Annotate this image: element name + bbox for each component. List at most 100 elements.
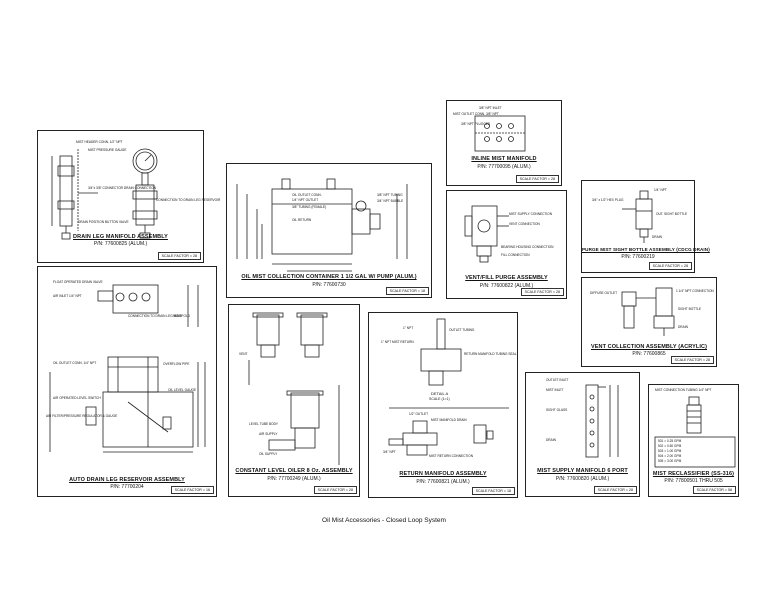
note-drain-connection: 3/4"x 3/8" CONNECTOR DRAIN CONNECTION — [88, 186, 157, 190]
note-outlet-tubing: OUTLET TUBING — [449, 328, 475, 332]
note-outlet-inlet: OUTLET INLET — [546, 378, 569, 382]
return-manifold-part-number: P/N: 77600821 (ALUM.) — [416, 479, 470, 485]
auto-drain-part-number: P/N: 77700204 — [110, 484, 144, 490]
page-footer-title: Oil Mist Accessories - Closed Loop Syste… — [322, 517, 446, 524]
collection-container-drawing — [236, 178, 408, 272]
mist-supply-drawing — [585, 384, 619, 458]
constant-level-title: CONSTANT LEVEL OILER 8 Oz. ASSEMBLY — [235, 468, 353, 474]
purge-sight-part-number: P/N: 77600219 — [621, 254, 655, 260]
collection-container-title: OIL MIST COLLECTION CONTAINER 1 1/2 GAL … — [241, 274, 417, 280]
note-sight-glass: SIGHT GLASS — [546, 408, 568, 412]
note-fill-connection: FILL CONNECTION — [501, 253, 530, 257]
mist-reclassifier-scale: SCALE FACTOR = 58 — [692, 486, 736, 494]
note-oil-return: OIL RETURN — [292, 218, 312, 222]
note-sight-bottle: SIGHT BOTTLE — [678, 307, 701, 311]
note-half-outlet: 1/2" OUTLET — [409, 412, 429, 416]
note-gpm-502: 502 = 0.50 GPM — [658, 444, 682, 448]
constant-level-drawing — [248, 312, 340, 465]
note-gpm-501: 501 = 0.25 GPM — [658, 439, 682, 443]
note-three-quarter-npt: 3/4" NPT — [383, 450, 396, 454]
drain-leg-scale: SCALE FACTOR = 28 — [157, 252, 201, 260]
panel-mist-reclassifier: MIST CONNECTION TUBING 1/4" NPT 501 = 0.… — [648, 384, 739, 497]
panel-drain-leg-manifold: MIST HEADER CONN. 1/2" NPT MIST PRESSURE… — [37, 130, 220, 263]
purge-sight-title: PURGE MIST SIGHT BOTTLE ASSEMBLY (CDCG D… — [582, 247, 710, 252]
auto-drain-title: AUTO DRAIN LEG RESERVOIR ASSEMBLY — [69, 477, 185, 483]
note-mist-inlet: MIST INLET — [546, 388, 564, 392]
drain-leg-part-number: P/N: 77600825 (ALUM.) — [93, 241, 148, 247]
auto-drain-drawing — [49, 284, 206, 453]
note-vent: VENT — [239, 352, 248, 356]
drain-leg-title: DRAIN LEG MANIFOLD ASSEMBLY — [73, 234, 168, 240]
mist-reclassifier-drawing — [654, 396, 736, 468]
note-mist-pressure-gauge: MIST PRESSURE GAUGE — [88, 148, 127, 152]
vent-collection-scale: SCALE FACTOR = 28 — [670, 356, 714, 364]
note-inlet: 3/8" NPT INLET — [479, 106, 502, 110]
note-mist-return-connection: MIST RETURN CONNECTION — [429, 454, 474, 458]
note-npt-bubble: 3/4" NPT BUBBLE — [377, 199, 404, 203]
note-npt-tubing: 3/8" NPT TUBING — [377, 193, 403, 197]
detail-a-scale: SCALE (1=1) — [429, 397, 450, 401]
panel-vent-fill-purge: MIST SUPPLY CONNECTION VENT CONNECTION B… — [446, 190, 567, 299]
panel-inline-manifold: 3/8" NPT INLET MIST OUTLET CONN. 3/8" NP… — [446, 100, 562, 186]
note-oil-outlet: OIL OUTLET CONN. 1/4" NPT — [53, 361, 97, 365]
note-level-switch: AIR OPERATED LEVEL SWITCH — [53, 396, 101, 400]
note-level-tube-body: LEVEL TUBE BODY — [249, 422, 279, 426]
note-tubing-seal: RETURN MANIFOLD TUBING SEAL — [464, 352, 517, 356]
note-manifold-drain: MIST MANIFOLD DRAIN — [431, 418, 467, 422]
vent-collection-drawing — [621, 287, 675, 336]
purge-sight-drawing — [622, 190, 653, 243]
vent-collection-part-number: P/N: 77600865 — [632, 351, 666, 357]
panel-vent-collection: DIFFUSE OUTLET 1 1/4" NPT CONNECTION SIG… — [581, 277, 717, 367]
mist-supply-scale: SCALE FACTOR = 28 — [593, 486, 637, 494]
note-drain: DRAIN — [546, 438, 556, 442]
auto-drain-scale: SCALE FACTOR = 16 — [170, 486, 214, 494]
panel-auto-drain-reservoir: FLOAT OPERATED DRAIN VALVE AIR INLET 1/4… — [37, 266, 217, 497]
collection-container-scale: SCALE FACTOR = 18 — [385, 287, 429, 295]
inline-manifold-drawing — [474, 115, 526, 152]
note-mist-outlet: MIST OUTLET CONN. 3/8" NPT — [453, 112, 499, 116]
note-npt: 1/4" NPT — [654, 188, 667, 192]
note-npt: 1" NPT — [403, 326, 414, 330]
panel-constant-level-oiler: VENT LEVEL TUBE BODY AIR SUPPLY OIL SUPP… — [228, 304, 360, 497]
vent-fill-drawing — [464, 205, 509, 263]
note-gpm-503: 503 = 1.00 GPM — [658, 449, 682, 453]
note-mist-return: 1" NPT MIST RETURN — [381, 340, 414, 344]
note-diffuse-outlet: DIFFUSE OUTLET — [590, 291, 618, 295]
inline-manifold-scale: SCALE FACTOR = 28 — [515, 175, 559, 183]
note-oil-supply: OIL SUPPLY — [259, 452, 278, 456]
mist-reclassifier-title: MIST RECLASSIFIER (SS-316) — [652, 471, 735, 477]
note-drain-button-valve: DRAIN POSITION BUTTON VALVE — [78, 220, 129, 224]
vent-collection-title: VENT COLLECTION ASSEMBLY (ACRYLIC) — [590, 344, 708, 350]
note-npt-connection: 1 1/4" NPT CONNECTION — [676, 289, 714, 293]
vent-fill-scale: SCALE FACTOR = 28 — [520, 288, 564, 296]
note-float-drain-valve: FLOAT OPERATED DRAIN VALVE — [53, 280, 103, 284]
note-overflow-pipe: OVERFLOW PIPE — [163, 362, 190, 366]
panel-collection-container: OIL OUTLET CONN. 1/4" NPT OUTLET 3/8" TU… — [226, 163, 432, 298]
constant-level-part-number: P/N: 77700249 (ALUM.) — [267, 476, 321, 482]
purge-sight-scale: SCALE FACTOR = 28 — [648, 262, 692, 270]
note-mist-supply-connection: MIST SUPPLY CONNECTION — [509, 212, 553, 216]
vent-fill-title: VENT/FILL PURGE ASSEMBLY — [465, 275, 548, 281]
note-hex-plug: 3/4" x 1/2" HEX PLUG — [592, 198, 624, 202]
panel-purge-sight-bottle: 1/4" NPT 3/4" x 1/2" HEX PLUG OUT. SIGHT… — [581, 180, 710, 273]
note-npt-plugged: 3/8" NPT PLUGGED — [461, 122, 491, 126]
inline-manifold-part-number: P/N: 77700095 (ALUM.) — [477, 164, 531, 170]
note-mist-connection: MIST CONNECTION TUBING 1/4" NPT — [655, 388, 712, 392]
note-oil-level-gauge: OIL LEVEL GAUGE — [168, 388, 197, 392]
note-tubing-female: 3/8" TUBING (FEMALE) — [292, 205, 327, 209]
note-connection-drain-manifold: CONNECTION TO DRAIN LEG MANIFOLD — [128, 314, 191, 318]
mist-supply-title: MIST SUPPLY MANIFOLD 6 PORT — [537, 468, 628, 474]
note-air-filter-regulator: AIR FILTER/PRESSURE REGULATOR & GAUGE — [46, 414, 118, 418]
panel-return-manifold: 1" NPT 1" NPT MIST RETURN OUTLET TUBING … — [368, 312, 518, 498]
return-manifold-scale: SCALE FACTOR = 18 — [471, 487, 515, 495]
detail-a-title: DETAIL A — [431, 391, 449, 396]
note-mist-header: MIST HEADER CONN. 1/2" NPT — [76, 140, 123, 144]
note-oil-outlet-conn: OIL OUTLET CONN. — [292, 193, 322, 197]
mist-reclassifier-part-number: P/N: 77800501 THRU 505 — [664, 478, 723, 484]
return-manifold-title: RETURN MANIFOLD ASSEMBLY — [399, 471, 487, 477]
note-drain: DRAIN — [652, 235, 662, 239]
note-vent: VENT — [173, 314, 182, 318]
note-gpm-505: 505 = 3.00 GPM — [658, 459, 682, 463]
vent-fill-part-number: P/N: 77600822 (ALUM.) — [479, 283, 534, 289]
return-manifold-drawing — [388, 318, 509, 456]
